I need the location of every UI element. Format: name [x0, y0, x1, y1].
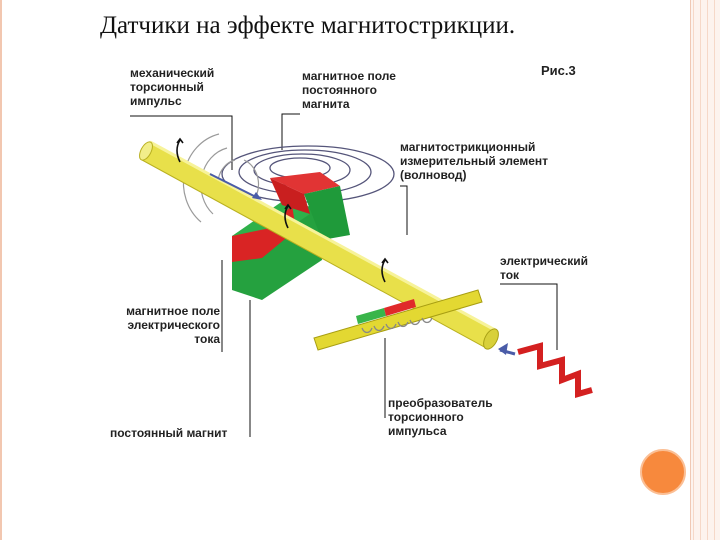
leader-lines: [130, 113, 558, 437]
leader-waveguide: [400, 185, 408, 235]
label-waveguide: магнитострикционный измерительный элемен…: [400, 140, 549, 182]
decorative-orange-circle: [640, 449, 686, 495]
label-current-field: магнитное поле электрического тока: [126, 304, 220, 346]
label-mechanical-pulse: механический торсионный импульс: [130, 66, 215, 108]
leader-magnet-field: [281, 113, 300, 150]
label-electric-current: электрический ток: [500, 254, 588, 282]
leader-electric-current: [500, 283, 558, 350]
slide-title: Датчики на эффекте магнитострикции.: [100, 12, 516, 39]
electric-current-symbol: [498, 342, 593, 398]
slide-frame-right: [690, 0, 720, 540]
converter-coil: [361, 317, 433, 334]
pulse-arrow: [209, 173, 259, 199]
slide-frame-left: [0, 0, 2, 540]
figure-label: Рис.3: [541, 63, 576, 78]
label-permanent-magnet: постоянный магнит: [110, 426, 228, 440]
label-converter: преобразователь торсионного импульса: [388, 396, 493, 438]
label-magnet-field: магнитное поле постоянного магнита: [302, 69, 396, 111]
leader-mechanical-pulse: [130, 115, 233, 170]
converter-bar: [313, 289, 483, 351]
waveguide-pipe: [139, 140, 499, 350]
torsion-arrows: [176, 137, 389, 283]
